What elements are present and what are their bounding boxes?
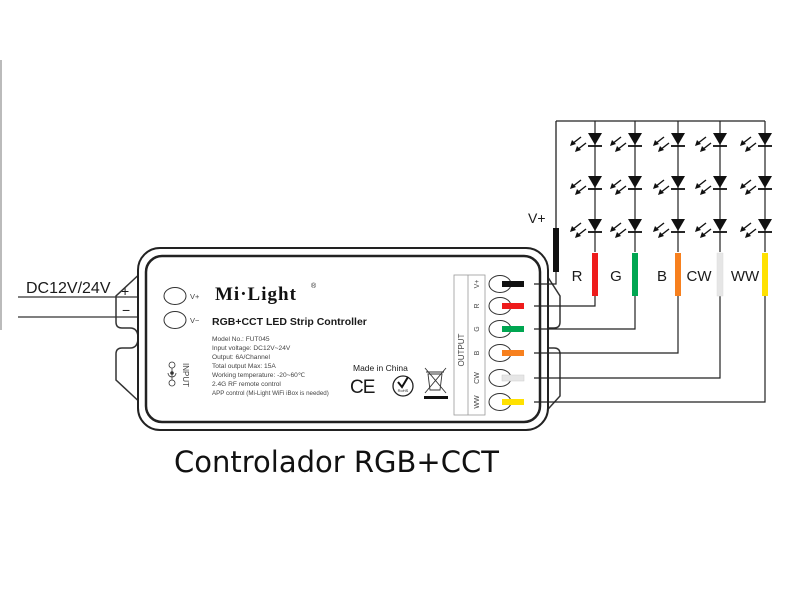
led-diode-icon	[695, 133, 727, 152]
input-terminal-vminus	[163, 311, 187, 329]
channel-label-g: G	[610, 268, 622, 285]
spec-app-control: APP control (Mi-Light WiFi iBox is neede…	[212, 390, 329, 397]
output-wire-stub-g	[502, 326, 524, 332]
channel-wire-sleeve-r	[592, 253, 598, 296]
output-wire-stub-vplus	[502, 281, 524, 287]
made-in-label: Made in China	[353, 363, 408, 373]
brand-logo: Mi·Light	[215, 284, 297, 305]
output-wire-stub-b	[502, 350, 524, 356]
output-wire-stub-r	[502, 303, 524, 309]
power-minus-sign: −	[122, 302, 130, 318]
led-diode-icon	[610, 133, 642, 152]
product-title: RGB+CCT LED Strip Controller	[212, 316, 367, 328]
channel-label-ww: WW	[731, 268, 760, 285]
output-wire-stub-cw	[501, 374, 525, 382]
vplus-wire	[534, 272, 557, 285]
weee-bin-icon	[424, 367, 448, 399]
rohs-label: RoHS	[398, 388, 409, 393]
channel-label-cw: CW	[687, 268, 713, 285]
led-diode-icon	[740, 133, 772, 152]
wire-r	[534, 296, 596, 307]
registered-mark: ®	[311, 282, 317, 290]
ce-mark: CE	[350, 377, 375, 398]
wire-g	[534, 296, 636, 330]
spec-input-voltage: Input voltage: DC12V~24V	[212, 345, 291, 352]
led-diode-icon	[653, 133, 685, 152]
spec-rf: 2.4G RF remote control	[212, 381, 281, 388]
output-terminal-label-b: B	[474, 350, 481, 355]
output-wire-stub-ww	[502, 399, 524, 405]
led-channel-r: R	[570, 121, 602, 296]
input-label: INPUT	[181, 363, 190, 387]
channel-wire-sleeve-ww	[762, 253, 768, 296]
wire-cw	[534, 296, 721, 379]
channel-wire-sleeve-b	[675, 253, 681, 296]
spec-output: Output: 6A/Channel	[212, 354, 270, 361]
diagram-caption: Controlador RGB+CCT	[174, 445, 499, 479]
output-label: OUTPUT	[457, 333, 466, 366]
led-diode-icon	[570, 219, 602, 238]
led-diode-icon	[570, 176, 602, 195]
output-label-box	[453, 274, 486, 416]
led-diode-icon	[653, 219, 685, 238]
led-diode-icon	[695, 219, 727, 238]
output-terminal-label-ww: WW	[474, 395, 481, 409]
led-diode-icon	[740, 176, 772, 195]
power-input-label: DC12V/24V	[26, 280, 111, 297]
power-input: DC12V/24V + −	[18, 280, 145, 318]
vplus-wire-sleeve	[553, 228, 559, 272]
vplus-label: V+	[528, 210, 546, 226]
output-wires	[534, 272, 766, 403]
led-diode-icon	[695, 176, 727, 195]
led-channel-cw: CW	[687, 121, 727, 297]
spec-total-output: Total output Max: 15A	[212, 363, 276, 370]
rohs-icon: RoHS	[392, 375, 414, 397]
led-channel-b: B	[653, 121, 685, 296]
output-terminal-label-vplus: V+	[474, 280, 481, 289]
input-terminal-vplus-label: V+	[190, 292, 200, 301]
led-diode-icon	[740, 219, 772, 238]
wire-ww	[534, 296, 766, 403]
power-plus-sign: +	[121, 283, 129, 299]
spec-list: Model No.: FUT045 Input voltage: DC12V~2…	[212, 336, 329, 397]
output-panel: OUTPUT V+ R G B CW WW	[453, 274, 525, 416]
led-diode-icon	[610, 219, 642, 238]
output-terminal-label-cw: CW	[474, 372, 481, 384]
led-strip: V+ R G B CW WW	[528, 120, 772, 297]
led-channel-ww: WW	[731, 121, 772, 296]
led-diode-icon	[610, 176, 642, 195]
input-terminal-vplus	[163, 287, 187, 305]
led-diode-icon	[653, 176, 685, 195]
channel-wire-sleeve-cw	[716, 252, 724, 297]
dc-polarity-icon	[167, 361, 177, 387]
input-terminals: V+ V− INPUT	[163, 287, 200, 387]
output-terminal-label-g: G	[474, 326, 481, 331]
wire-b	[534, 296, 679, 354]
led-diode-icon	[570, 133, 602, 152]
spec-temperature: Working temperature: -20~60℃	[212, 372, 306, 379]
channel-label-b: B	[657, 268, 667, 285]
channel-label-r: R	[572, 268, 583, 285]
output-terminal-label-r: R	[474, 303, 481, 308]
input-terminal-vminus-label: V−	[190, 316, 200, 325]
spec-model: Model No.: FUT045	[212, 336, 270, 343]
led-channel-g: G	[610, 121, 642, 296]
channel-wire-sleeve-g	[632, 253, 638, 296]
